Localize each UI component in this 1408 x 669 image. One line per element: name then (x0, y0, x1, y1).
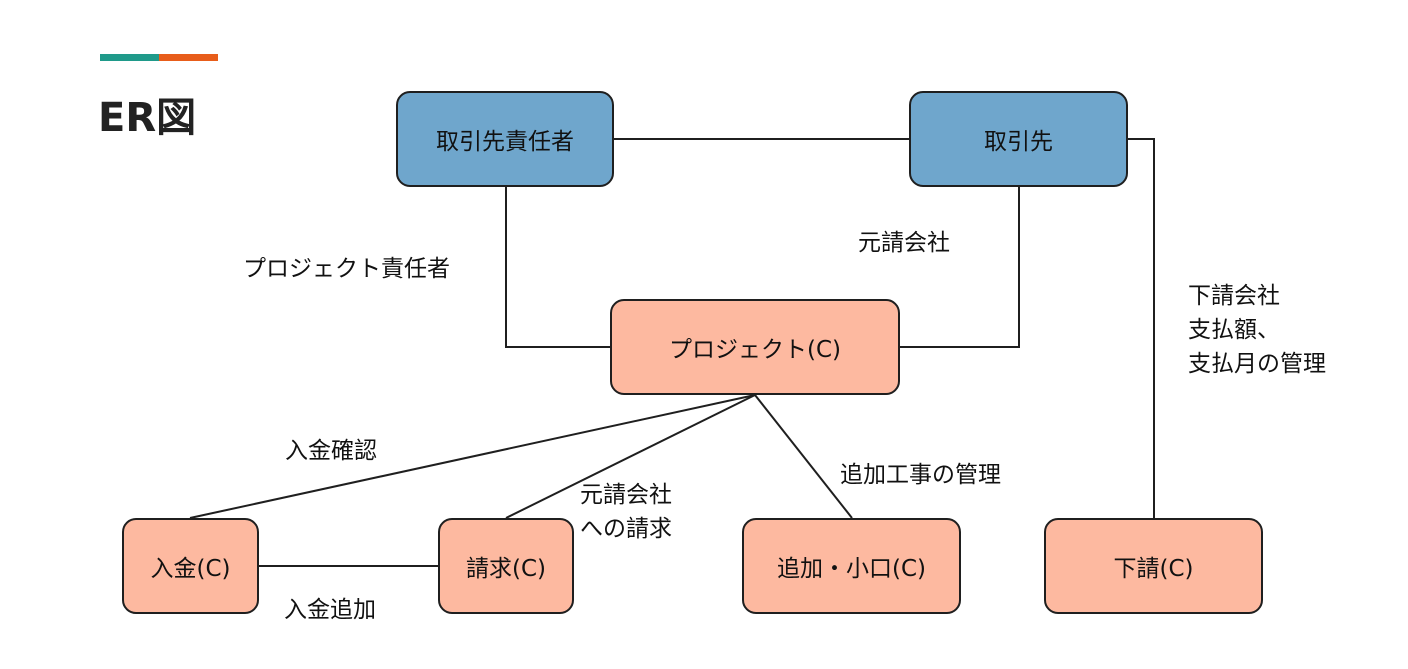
entity-deposit[interactable]: 入金(C) (122, 518, 259, 614)
edge-client-subcontract (1128, 138, 1155, 518)
edge-label-billing-to-prime: 元請会社 への請求 (580, 482, 672, 542)
edge-label-project-manager: プロジェクト責任者 (243, 256, 450, 282)
edge-label-prime-contractor: 元請会社 (858, 230, 950, 256)
entity-client[interactable]: 取引先 (909, 91, 1128, 187)
entity-billing[interactable]: 請求(C) (438, 518, 574, 614)
edge-label-deposit-confirm: 入金確認 (285, 438, 377, 464)
page-title: ER図 (98, 95, 197, 141)
edge-label-additional-work: 追加工事の管理 (840, 462, 1001, 488)
entity-addition[interactable]: 追加・小口(C) (742, 518, 961, 614)
edge-project-billing (505, 394, 756, 519)
edge-project-addition (754, 394, 853, 519)
entity-project[interactable]: プロジェクト(C) (610, 299, 900, 395)
edge-label-subcontractor-info: 下請会社 支払額、 支払月の管理 (1188, 283, 1326, 377)
entity-client-manager[interactable]: 取引先責任者 (396, 91, 614, 187)
accent-bar-teal (100, 54, 159, 61)
edge-project-deposit (189, 394, 756, 519)
accent-bar-orange (159, 54, 218, 61)
title-accent-bar (100, 54, 218, 61)
edge-manager-project (505, 187, 610, 348)
edge-client-project (900, 187, 1020, 348)
edge-label-deposit-add: 入金追加 (284, 597, 376, 623)
entity-subcontract[interactable]: 下請(C) (1044, 518, 1263, 614)
